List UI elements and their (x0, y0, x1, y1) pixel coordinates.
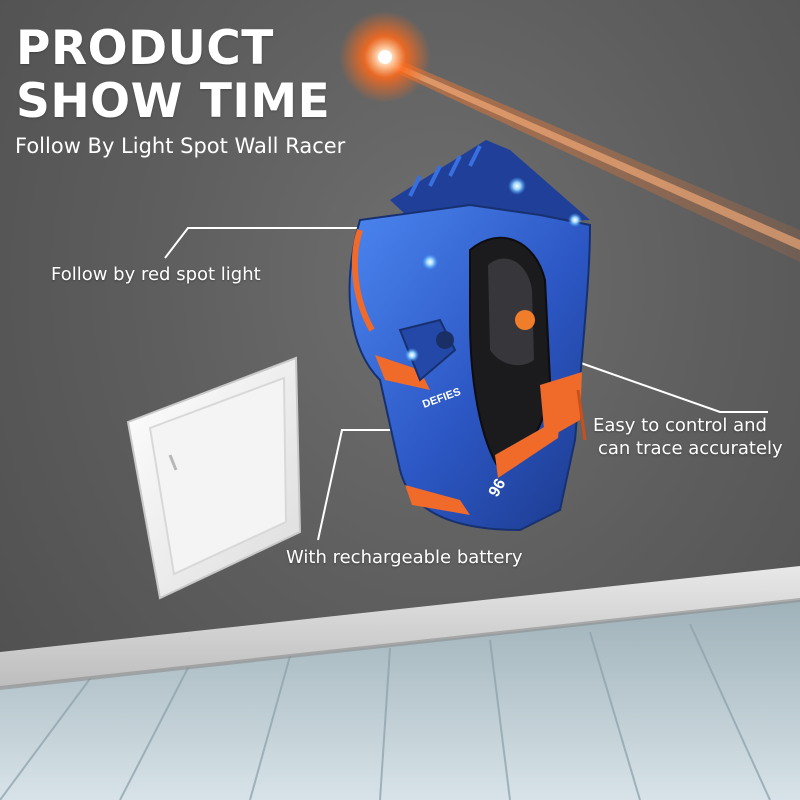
wall-racer-car: DEFIES 96 (348, 140, 592, 532)
callout-easy-control-line1: Easy to control and (593, 415, 767, 436)
headline-title: PRODUCT SHOW TIME (16, 21, 331, 129)
skirting-board (0, 566, 800, 688)
light-switch-plate (126, 356, 302, 600)
red-laser-spot-icon (339, 11, 431, 103)
laser-beam (380, 52, 800, 262)
callout-easy-control-line2: can trace accurately (598, 438, 783, 459)
callout-battery: With rechargeable battery (286, 547, 523, 568)
svg-text:96: 96 (486, 476, 510, 500)
wood-floor (0, 600, 800, 800)
callout-leaders (164, 227, 768, 541)
callout-easy-control: Easy to control and can trace accurately (593, 414, 798, 460)
callout-spot-light: Follow by red spot light (51, 264, 261, 285)
headline-subtitle: Follow By Light Spot Wall Racer (15, 134, 346, 158)
